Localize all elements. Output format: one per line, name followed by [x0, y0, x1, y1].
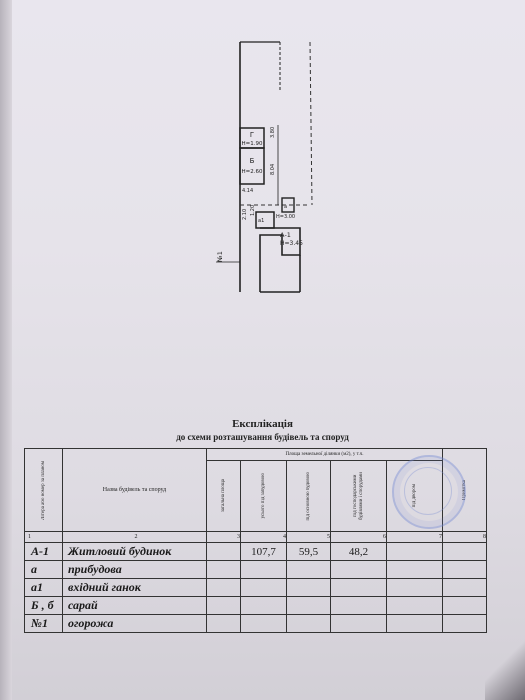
dimension-210: 2.10 [242, 209, 248, 220]
row-name: огорожа [62, 614, 207, 633]
document-subtitle: до схеми розташування будівель та споруд [176, 432, 349, 442]
row-letter: Б , б [24, 596, 63, 615]
annex-a-height: Н=3.00 [276, 214, 295, 220]
plot-dashed-line [309, 41, 313, 206]
head-name: Назва будівель та споруд [102, 487, 167, 493]
house-a1 [259, 227, 301, 292]
head-area-group: Площа земельної ділянки (м2), у т.ч. [205, 448, 444, 461]
fence-label: №1 [216, 251, 224, 263]
dimension-804: 8.04 [270, 164, 276, 175]
row-letter: а [24, 560, 63, 579]
table-row: Б , б сарай [24, 596, 488, 615]
house-height: Н=3.45 [280, 240, 303, 247]
house-label: А-1 [280, 231, 291, 239]
row-built [240, 596, 287, 615]
building-b [239, 147, 265, 185]
site-scheme: Г Н=1.90 Б Н=2.60 3.80 8.04 4.14 а1 а Н=… [216, 41, 313, 293]
row-outbuild [330, 614, 387, 633]
head-outbuild: під господарськими будівлями і спорудами [352, 472, 364, 520]
row-letter: №1 [24, 614, 63, 633]
building-g-label: Г [250, 131, 254, 139]
explication-table-wrap: Літера або номер за планом Назва будівел… [24, 448, 488, 633]
col-number-2: 2 [134, 534, 138, 540]
row-name: прибудова [62, 560, 207, 579]
row-main: 59,5 [286, 542, 331, 561]
dimension-414: 4.14 [242, 188, 253, 194]
row-built [240, 614, 287, 633]
row-letter: а1 [24, 578, 63, 597]
head-letter: Літера або номер за планом [40, 460, 46, 520]
head-main: під основною будовою [305, 471, 311, 521]
building-b-height: Н=2.60 [242, 169, 263, 175]
dimension-120: 1.20 [250, 205, 256, 216]
head-built: усього під забудовою [260, 473, 266, 519]
row-main [286, 614, 331, 633]
annex-a-label: а [284, 204, 287, 210]
row-name: сарай [62, 596, 207, 615]
building-g-height: Н=1.90 [242, 141, 263, 147]
dimension-380: 3.80 [270, 127, 276, 138]
col-number-6: 6 [383, 534, 386, 540]
row-built: 107,7 [240, 542, 287, 561]
paper-edge [0, 0, 12, 700]
row-letter: А-1 [24, 542, 63, 561]
row-name: вхідний ганок [62, 578, 207, 597]
col-number-5: 5 [327, 534, 330, 540]
table-row: а прибудова [24, 560, 488, 579]
row-built [240, 560, 287, 579]
col-number-8: 8 [483, 534, 487, 540]
building-b-label: Б [250, 157, 255, 165]
row-outbuild [330, 596, 387, 615]
annex-a [281, 197, 295, 213]
col-number-3: 3 [237, 534, 240, 540]
row-outbuild [330, 560, 387, 579]
row-built [240, 578, 287, 597]
table-row: а1 вхідний ганок [24, 578, 488, 597]
row-name: Житловий будинок [62, 542, 207, 561]
row-outbuild: 48,2 [330, 542, 387, 561]
table-row: №1 огорожа [24, 614, 488, 633]
row-main [286, 578, 331, 597]
col-number-1: 1 [28, 534, 31, 540]
row-outbuild [330, 578, 387, 597]
official-stamp [392, 455, 466, 529]
document-title: Експлікація [232, 418, 293, 430]
table-row: А-1 Житловий будинок 107,7 59,5 48,2 [24, 542, 488, 561]
annex-a1-label: а1 [258, 218, 264, 224]
explication-table: Літера або номер за планом Назва будівел… [24, 448, 488, 633]
col-number-7: 7 [439, 534, 443, 540]
col-number-4: 4 [283, 534, 286, 540]
column-numbers-row: 1 2 3 4 5 6 7 8 [24, 531, 488, 543]
head-total: загальна площа [220, 479, 226, 513]
page-corner-shadow [485, 640, 525, 700]
row-main [286, 560, 331, 579]
row-main [286, 596, 331, 615]
